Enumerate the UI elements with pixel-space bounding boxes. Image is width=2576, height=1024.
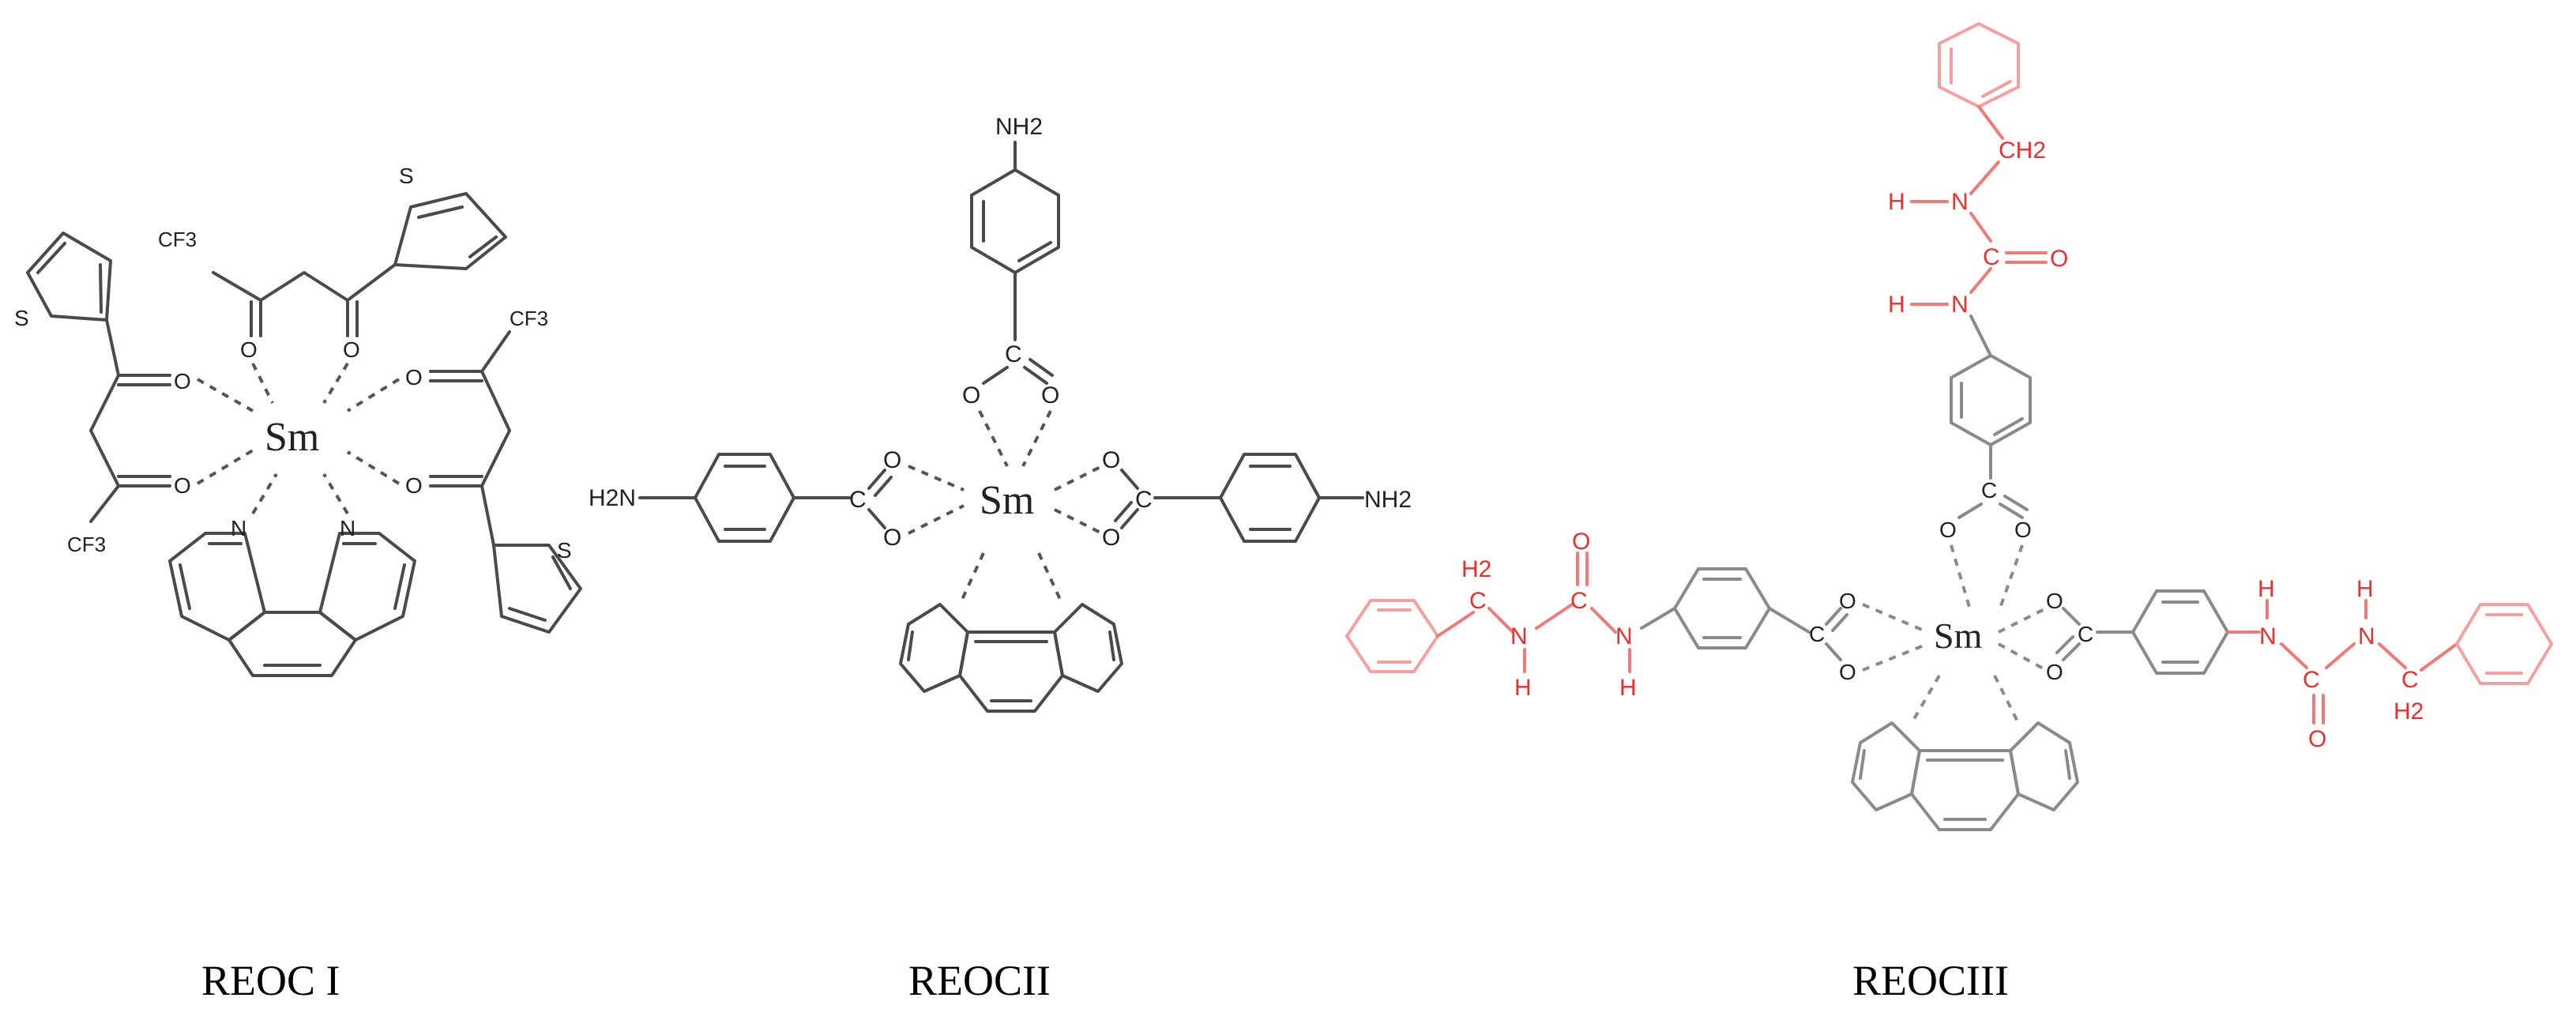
metal-label: Sm (265, 415, 319, 460)
ligand-urea-benzoate-left: H2 C N H C O N H C O O (1345, 529, 1928, 701)
methylene-group: CH2 (1999, 137, 2046, 164)
carbon-atom: C (1983, 244, 2000, 270)
nitrogen-atom: N (1951, 292, 1969, 318)
amino-group: NH2 (1364, 487, 1412, 513)
cf3-group: CF3 (510, 307, 548, 330)
caption-reoc-3: REOCIII (1852, 957, 2009, 1004)
oxygen-atom: O (174, 369, 191, 393)
carbon-atom: C (1005, 341, 1022, 367)
oxygen-atom: O (962, 382, 980, 408)
oxygen-atom: O (1839, 589, 1856, 613)
oxygen-atom: O (2014, 518, 2032, 542)
sulfur-atom: S (14, 306, 29, 330)
sulfur-atom: S (399, 164, 414, 188)
complex-reoc-1: Sm O O CF3 S O (14, 164, 582, 677)
oxygen-atom: O (405, 473, 423, 498)
carbon-atom: C (2303, 667, 2320, 693)
oxygen-atom: O (1102, 447, 1120, 473)
oxygen-atom: O (1102, 525, 1120, 551)
amino-group: H2N (589, 485, 636, 511)
carbon-atom: C (1135, 487, 1153, 513)
hydrogen-atom: H (1619, 675, 1637, 701)
amino-group: NH2 (995, 114, 1043, 140)
nitrogen-atom: N (2259, 623, 2277, 649)
oxygen-atom: O (1041, 382, 1059, 408)
ligand-aminobenzoate-right: O O C NH2 (1054, 447, 1412, 551)
carbon-atom: C (1570, 588, 1588, 614)
carbon-atom: C (1469, 588, 1487, 614)
ligand-aminobenzoate-top: NH2 C O O (962, 114, 1060, 467)
metal-label: Sm (1934, 616, 1983, 656)
cf3-group: CF3 (67, 533, 106, 556)
oxygen-atom: O (2308, 726, 2326, 752)
complex-reoc-3: Sm CH2 N H C O N H C (1345, 22, 2553, 831)
nitrogen-atom: N (231, 516, 246, 540)
oxygen-atom: O (1839, 660, 1856, 684)
ligand-tta-right: O O CF3 S (346, 307, 582, 634)
oxygen-atom: O (174, 473, 191, 498)
oxygen-atom: O (1572, 529, 1590, 555)
caption-reoc-2: REOCII (908, 957, 1051, 1004)
oxygen-atom: O (2046, 589, 2063, 613)
nitrogen-atom: N (2358, 623, 2375, 649)
nitrogen-atom: N (1510, 623, 1528, 649)
carbon-atom: C (1981, 478, 1997, 503)
oxygen-atom: O (240, 337, 258, 362)
nitrogen-atom: N (1951, 189, 1969, 215)
caption-reoc-1: REOC I (201, 957, 340, 1004)
oxygen-atom: O (343, 337, 360, 362)
hydrogen-atom: H (1888, 292, 1905, 318)
cf3-group: CF3 (158, 228, 197, 251)
methylene-h2: H2 (2394, 698, 2424, 725)
carbon-atom: C (1809, 622, 1825, 646)
ligand-aminobenzoate-left: H2N C O O (589, 447, 965, 551)
ligand-phenanthroline: N N (168, 472, 416, 677)
methylene-h2: H2 (1461, 556, 1491, 582)
ligand-urea-benzoate-top: CH2 N H C O N H C O O (1888, 22, 2068, 613)
carbon-atom: C (2401, 667, 2419, 693)
metal-label: Sm (980, 478, 1034, 523)
hydrogen-atom: H (2258, 576, 2275, 602)
carbon-atom: C (2078, 622, 2093, 646)
oxygen-atom: O (883, 447, 901, 473)
oxygen-atom: O (405, 365, 423, 390)
sulfur-atom: S (557, 538, 572, 563)
oxygen-atom: O (2046, 660, 2063, 684)
nitrogen-atom: N (340, 516, 355, 540)
oxygen-atom: O (1939, 518, 1957, 542)
ligand-phenanthrene (899, 552, 1123, 713)
hydrogen-atom: H (1514, 675, 1532, 701)
ligand-urea-benzoate-right: O O C N H C O N H C H2 (1998, 576, 2553, 752)
oxygen-atom: O (883, 525, 901, 551)
ligand-tta-left: O O CF3 S (14, 232, 254, 556)
hydrogen-atom: H (2356, 576, 2374, 602)
oxygen-atom: O (2050, 246, 2068, 272)
ligand-tta-top: O O CF3 S (158, 164, 507, 405)
hydrogen-atom: H (1888, 189, 1905, 215)
nitrogen-atom: N (1615, 623, 1633, 649)
ligand-phenanthrene (1851, 674, 2079, 831)
complex-reoc-2: Sm NH2 C O O H2N C (589, 114, 1412, 713)
carbon-atom: C (849, 487, 867, 513)
